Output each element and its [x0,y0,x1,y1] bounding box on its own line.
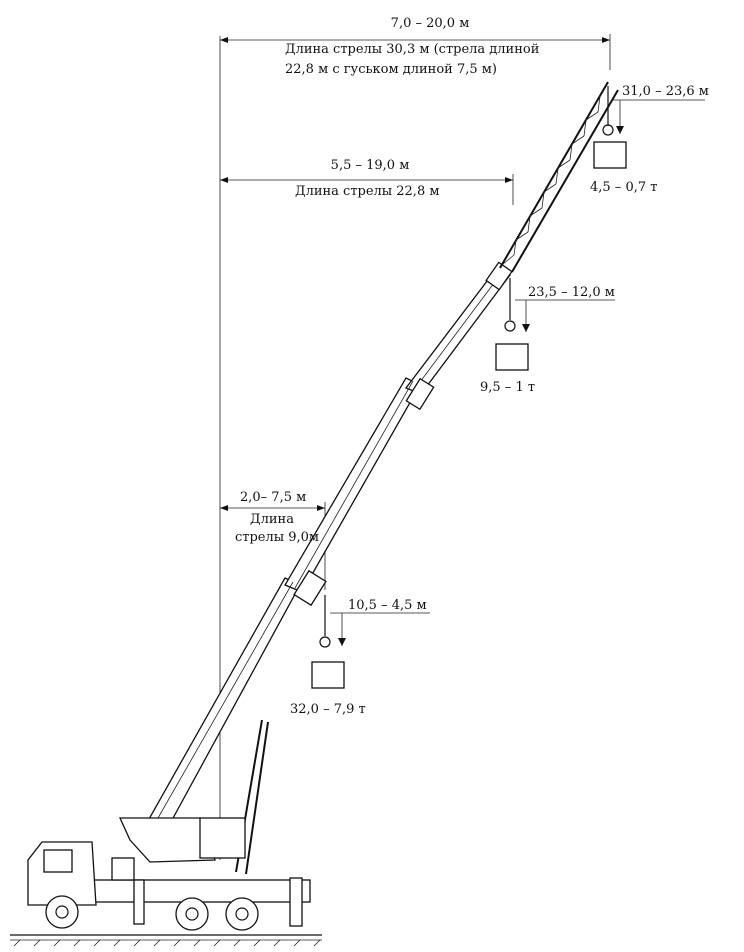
mid-radius-label: 5,5 – 19,0 м [330,158,410,173]
jib-length-label-1: Длина стрелы 30,3 м (стрела длиной [285,42,540,57]
jib-length-label-2: 22,8 м с гуськом длиной 7,5 м) [285,62,497,77]
mid-capacity-label: 9,5 – 1 т [480,380,536,395]
ground [10,934,322,947]
short-capacity-label: 32,0 – 7,9 т [290,702,366,717]
truck [27,817,311,931]
hook-mid [495,278,615,371]
jib-radius-label: 7,0 – 20,0 м [390,16,470,31]
short-length-label-1: Длина [250,512,294,527]
jib-capacity-label: 4,5 – 0,7 т [590,180,658,195]
short-radius-label: 2,0– 7,5 м [240,490,307,505]
jib-lattice [499,81,619,273]
boom [139,261,513,843]
hook-jib [593,86,705,169]
load-jib [593,141,627,169]
mid-hook-height-label: 23,5 – 12,0 м [528,285,615,300]
jib-hook-height-label: 31,0 – 23,6 м [622,84,709,99]
load-short [311,661,345,689]
load-mid [495,343,529,371]
mid-length-label: Длина стрелы 22,8 м [295,184,440,199]
hook-short [311,595,430,689]
dimension-lines [220,34,611,590]
short-length-label-2: стрелы 9,0м [234,530,319,545]
short-hook-height-label: 10,5 – 4,5 м [348,598,427,613]
